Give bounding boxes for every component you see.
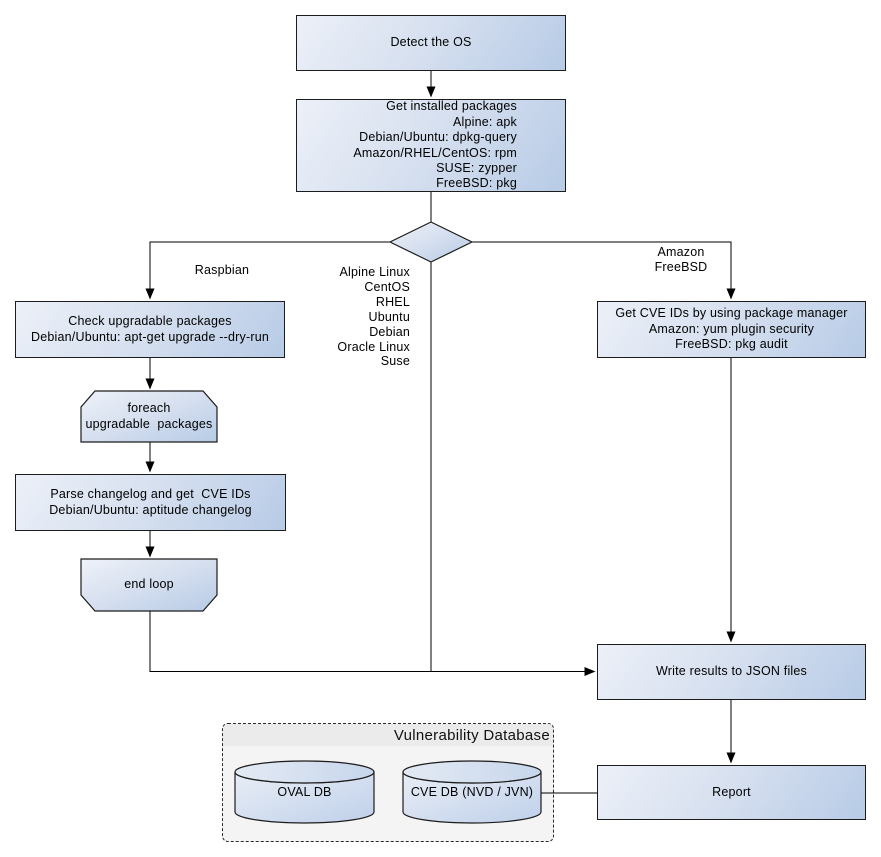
node-detect-os: Detect the OS [296,15,566,71]
node-detect-os-label: Detect the OS [390,35,472,50]
edge-decision-to-get-cve [472,241,736,300]
os-decision-diamond [388,221,474,263]
node-get-cve-ids: Get CVE IDs by using package manager Ama… [597,301,866,358]
node-check-upgradable-packages: Check upgradable packages Debian/Ubuntu:… [15,301,285,358]
node-write-results-json: Write results to JSON files [597,644,866,700]
cve-db-label-box: CVE DB (NVD / JVN) [403,768,541,818]
cve-db-cylinder [402,760,542,824]
node-get-installed-packages: Get installed packages Alpine: apk Debia… [296,99,566,192]
end-loop-label: end loop [124,577,174,592]
foreach-loop-label-box: foreach upgradable packages [81,391,217,442]
edge-label-middle-os-list: Alpine Linux CentOS RHEL Ubuntu Debian O… [337,265,410,369]
node-check-upgradable-packages-label: Check upgradable packages Debian/Ubuntu:… [31,314,269,344]
oval-db-cylinder [234,760,375,824]
foreach-loop-shape [80,390,218,443]
vulnerability-database-title: Vulnerability Database [393,726,550,744]
oval-db-label-box: OVAL DB [235,768,374,818]
node-write-results-json-label: Write results to JSON files [655,664,808,679]
node-parse-changelog: Parse changelog and get CVE IDs Debian/U… [15,474,286,531]
end-loop-shape [80,558,218,612]
node-get-installed-packages-label: Get installed packages Alpine: apk Debia… [353,99,517,191]
edge-endloop-to-write-results [149,611,596,676]
vulnerability-database-header: Vulnerability Database [223,724,553,746]
node-report: Report [597,765,866,820]
cve-db-label: CVE DB (NVD / JVN) [410,785,534,800]
edge-label-amazon-freebsd: Amazon FreeBSD [654,245,708,274]
node-get-cve-ids-label: Get CVE IDs by using package manager Ama… [615,306,848,352]
node-parse-changelog-label: Parse changelog and get CVE IDs Debian/U… [49,487,252,517]
edge-label-raspbian: Raspbian [194,263,250,277]
end-loop-label-box: end loop [81,559,217,611]
foreach-loop-label: foreach upgradable packages [85,401,213,431]
node-report-label: Report [712,784,751,799]
oval-db-label: OVAL DB [277,785,332,800]
edge-decision-to-check-upgradable [145,241,390,300]
